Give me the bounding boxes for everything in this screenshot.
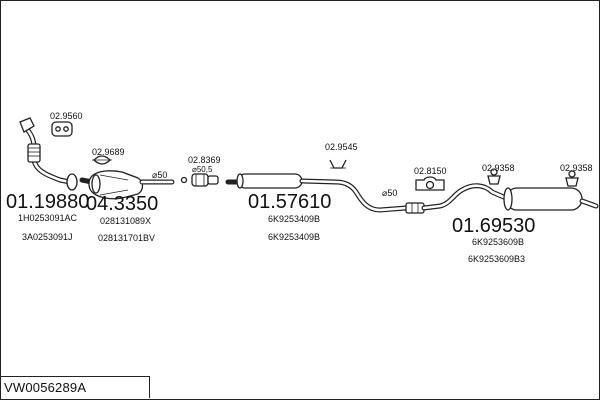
front-pipe-ref-2: 3A0253091J	[22, 232, 73, 242]
front-clamp-part	[92, 155, 112, 165]
catalyst-part	[79, 170, 175, 200]
middle-clamp-part	[180, 173, 219, 187]
catalyst-size-label: ⌀50	[152, 170, 167, 180]
rear-hanger-b-part	[565, 170, 579, 187]
mid-pipe-size-label: ⌀50	[382, 188, 397, 198]
catalyst-number: 04.3350	[86, 193, 158, 215]
rear-silencer-ref-2: 6K9253609B3	[468, 254, 525, 264]
front-gasket-part	[51, 121, 73, 137]
rear-silencer-part	[421, 183, 599, 211]
front-pipe-number: 01.19880	[6, 191, 89, 213]
gasket-front-number: 02.9560	[50, 111, 83, 121]
middle-silencer-number: 01.57610	[248, 191, 331, 213]
hanger-rear-b-number: 02.9358	[560, 163, 593, 173]
middle-silencer-part	[225, 173, 409, 213]
rubber-mount-number: 02.8150	[414, 166, 447, 176]
front-pipe-part	[19, 117, 78, 191]
middle-silencer-ref-1: 6K9253409B	[268, 214, 320, 224]
rear-silencer-number: 01.69530	[452, 215, 535, 237]
hanger-rear-a-number: 02.9358	[482, 163, 515, 173]
clamp-front-number: 02.9689	[92, 147, 125, 157]
rubber-mount-part	[415, 176, 445, 191]
middle-silencer-ref-2: 6K9253409B	[268, 232, 320, 242]
hanger-mid-number: 02.9545	[325, 142, 358, 152]
rear-hanger-a-part	[487, 168, 501, 185]
rear-connector-part	[405, 202, 425, 214]
catalyst-ref-1: 028131089X	[100, 216, 151, 226]
diagram-id-label: VW0056289A	[4, 380, 87, 395]
catalyst-ref-2: 028131701BV	[98, 233, 155, 243]
clamp-mid-number: 02.8369	[188, 155, 221, 165]
diagram-id-box: VW0056289A	[0, 376, 150, 398]
front-pipe-ref-1: 1H0253091AC	[18, 213, 78, 223]
clamp-mid-size-label: ⌀50,5	[192, 165, 213, 174]
rear-silencer-ref-1: 6K9253609B	[472, 237, 524, 247]
middle-hanger-part	[329, 159, 347, 169]
